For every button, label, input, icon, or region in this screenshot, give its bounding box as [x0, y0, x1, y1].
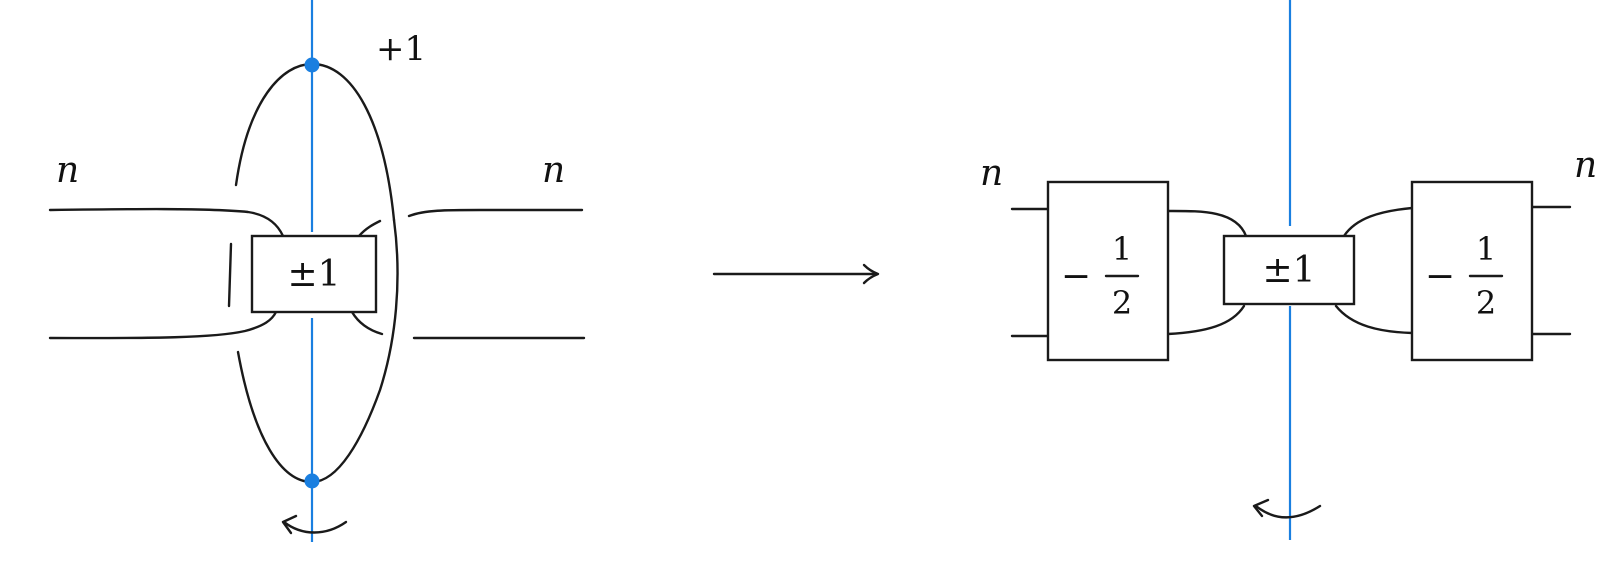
right-connector-left-bottom [1166, 304, 1246, 336]
right-half-twist-sign: − [1425, 256, 1455, 297]
left-label-n-left: n [56, 150, 79, 191]
left-half-twist-numerator: 1 [1112, 230, 1132, 268]
right-connector-right-top [1342, 206, 1414, 238]
axis-intersection-bottom [304, 473, 320, 489]
center-twist-box [1222, 234, 1356, 306]
right-label-n-left: n [980, 153, 1003, 194]
right-half-twist-denominator: 2 [1476, 284, 1496, 322]
left-label-n-right: n [542, 150, 565, 191]
right-connector-left-top [1166, 209, 1248, 238]
left-strand-top [48, 207, 285, 238]
left-twist-box-label: ±1 [287, 254, 340, 295]
right-panel: n n − 1 2 ±1 − 1 2 [980, 0, 1597, 540]
axis-intersection-top [304, 57, 320, 73]
left-half-twist-box [1046, 180, 1170, 362]
right-label-n-right: n [1574, 145, 1597, 186]
right-connector-right-bottom [1334, 304, 1414, 335]
right-half-twist-box [1410, 180, 1534, 362]
left-rotation-arrow-icon [281, 514, 348, 535]
framing-label: +1 [376, 29, 426, 69]
unknot-left-segment [227, 242, 233, 308]
left-twist-box [250, 234, 378, 314]
right-strand-top [407, 208, 584, 218]
right-rotation-arrow-icon [1252, 498, 1322, 519]
right-strand-bottom-stub [350, 310, 384, 336]
center-twist-box-label: ±1 [1262, 250, 1315, 291]
long-right-arrow-icon [712, 263, 880, 285]
left-half-twist-denominator: 2 [1112, 284, 1132, 322]
left-panel: n n +1 ±1 [48, 0, 586, 542]
left-half-twist-sign: − [1061, 256, 1091, 297]
right-half-twist-numerator: 1 [1476, 230, 1496, 268]
unknot-top-arc [234, 62, 396, 222]
right-strand-top-stub [357, 219, 382, 238]
left-strand-bottom [48, 310, 278, 340]
unknot-right-side [236, 218, 399, 484]
